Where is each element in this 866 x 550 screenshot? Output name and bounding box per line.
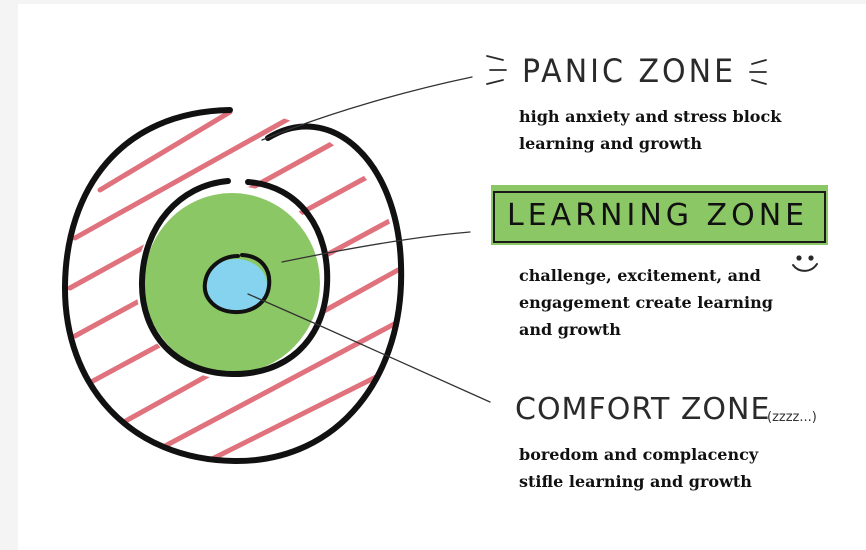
learning-leader-line	[281, 231, 471, 263]
panic-zone-outline	[61, 107, 405, 465]
comfort-leader-line	[247, 293, 491, 403]
comfort-zone-description: boredom and complacency stifle learning …	[519, 441, 758, 495]
panic-zone-description-line: learning and growth	[519, 134, 702, 153]
comfort-zone-description-line: boredom and complacency	[519, 445, 759, 464]
comfort-zone-title: COMFORT ZONE	[515, 392, 771, 427]
learning-zone-description-line: engagement create learning	[519, 293, 773, 312]
panic-zone-description: high anxiety and stress block learning a…	[519, 103, 781, 157]
learning-zone-banner-outline	[493, 191, 826, 243]
comfort-zone-area	[205, 259, 267, 311]
emphasis-marks-icon	[486, 55, 767, 85]
comfort-zone-note: (zzzz...)	[767, 410, 817, 425]
comfort-zone-outline	[202, 253, 272, 315]
smiley-icon	[792, 255, 818, 272]
comfort-zone-description-line: stifle learning and growth	[519, 472, 752, 491]
learning-zone-outline	[138, 178, 331, 378]
panic-zone-description-line: high anxiety and stress block	[519, 107, 782, 126]
learning-zone-banner	[491, 185, 828, 245]
learning-zone-description: challenge, excitement, and engagement cr…	[519, 262, 773, 343]
learning-zone-description-line: and growth	[519, 320, 621, 339]
learning-zone-title: LEARNING ZONE	[507, 198, 809, 233]
learning-zone-description-line: challenge, excitement, and	[519, 266, 761, 285]
panic-zone-title: PANIC ZONE	[522, 52, 737, 91]
panic-leader-line	[261, 76, 473, 141]
leader-lines	[247, 76, 491, 403]
